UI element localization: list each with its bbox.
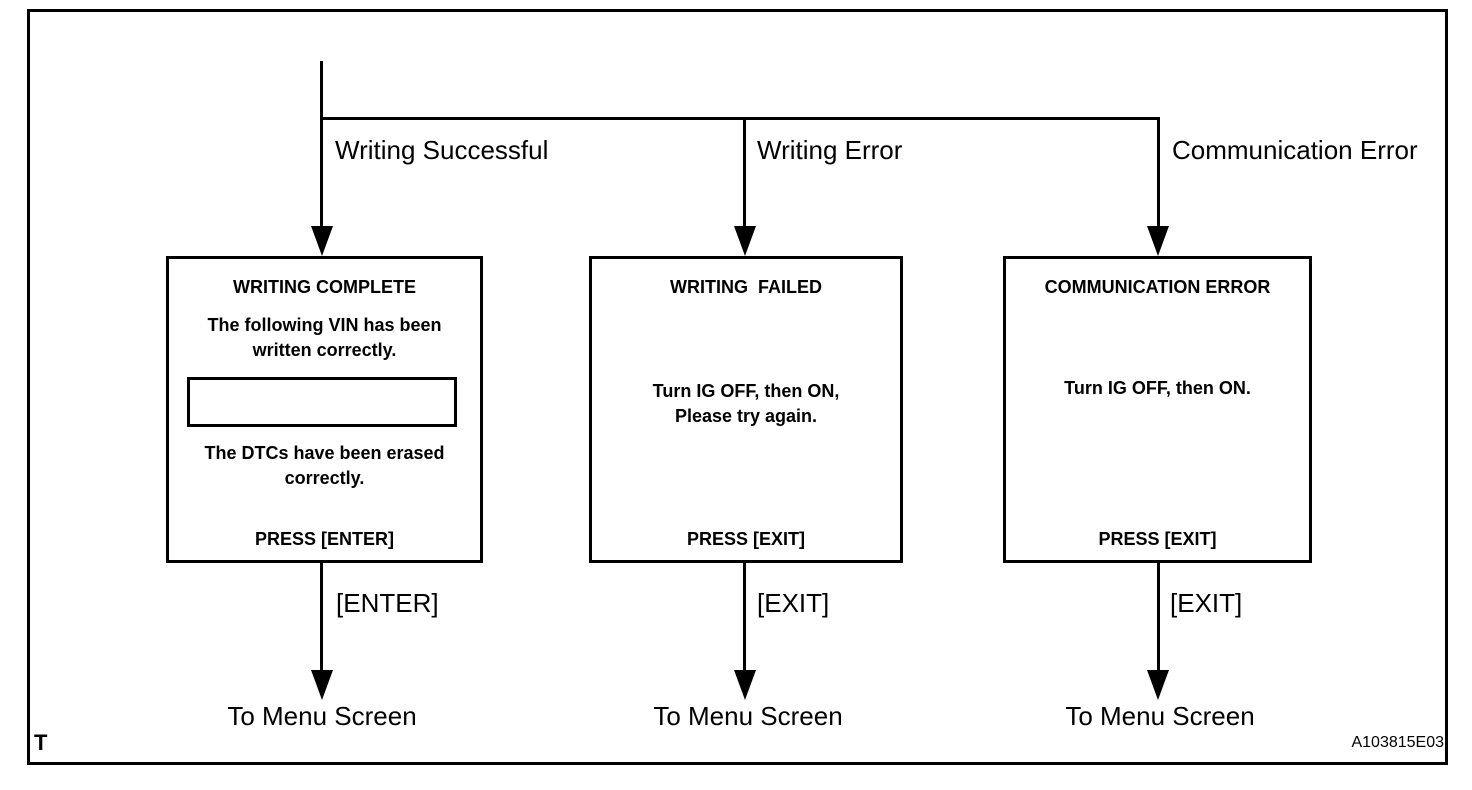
press-instruction: PRESS [EXIT] [686, 529, 806, 549]
exit-stem-line [743, 563, 746, 670]
key-label-exit: [EXIT] [1170, 588, 1243, 618]
screen-box-communication-error: COMMUNICATION ERROR Turn IG OFF, then ON… [1003, 256, 1312, 563]
vin-display-field [187, 377, 457, 427]
exit-stem-line [1157, 563, 1160, 670]
dtc-message-text: The DTCs have been erased correctly. [204, 443, 445, 488]
main-stem-line [320, 61, 323, 226]
exit-stem-line [320, 563, 323, 670]
screen-body-text: Turn IG OFF, then ON, Please try again. [652, 381, 840, 426]
arrowhead-down-icon [734, 226, 756, 256]
diagram-border [27, 9, 1448, 765]
arrowhead-down-icon [1147, 670, 1169, 700]
arrowhead-down-icon [734, 670, 756, 700]
screen-title: WRITING FAILED [670, 277, 822, 297]
corner-label-t: T [34, 730, 48, 755]
arrowhead-down-icon [311, 226, 333, 256]
writing-error-stem-line [743, 117, 746, 226]
screen-box-writing-complete: WRITING COMPLETE The following VIN has b… [166, 256, 483, 563]
destination-label-menu-screen: To Menu Screen [653, 701, 843, 731]
vin-message-text: The following VIN has been written corre… [207, 315, 442, 360]
key-label-exit: [EXIT] [757, 588, 830, 618]
press-instruction: PRESS [EXIT] [1098, 529, 1217, 549]
figure-code: A103815E03 [1351, 734, 1444, 751]
arrowhead-down-icon [311, 670, 333, 700]
destination-label-menu-screen: To Menu Screen [227, 701, 417, 731]
key-label-enter: [ENTER] [336, 588, 439, 618]
arrowhead-down-icon [1147, 226, 1169, 256]
branch-bar-line [320, 117, 1160, 120]
destination-label-menu-screen: To Menu Screen [1065, 701, 1255, 731]
screen-box-writing-failed: WRITING FAILED Turn IG OFF, then ON, Ple… [589, 256, 903, 563]
branch-label-writing-successful: Writing Successful [335, 135, 549, 165]
press-instruction: PRESS [ENTER] [254, 529, 395, 549]
branch-label-communication-error: Communication Error [1172, 135, 1418, 165]
screen-title: WRITING COMPLETE [233, 277, 416, 297]
communication-error-stem-line [1157, 117, 1160, 226]
screen-body-text: Turn IG OFF, then ON. [1064, 378, 1251, 398]
screen-title: COMMUNICATION ERROR [1044, 277, 1271, 297]
branch-label-writing-error: Writing Error [757, 135, 903, 165]
